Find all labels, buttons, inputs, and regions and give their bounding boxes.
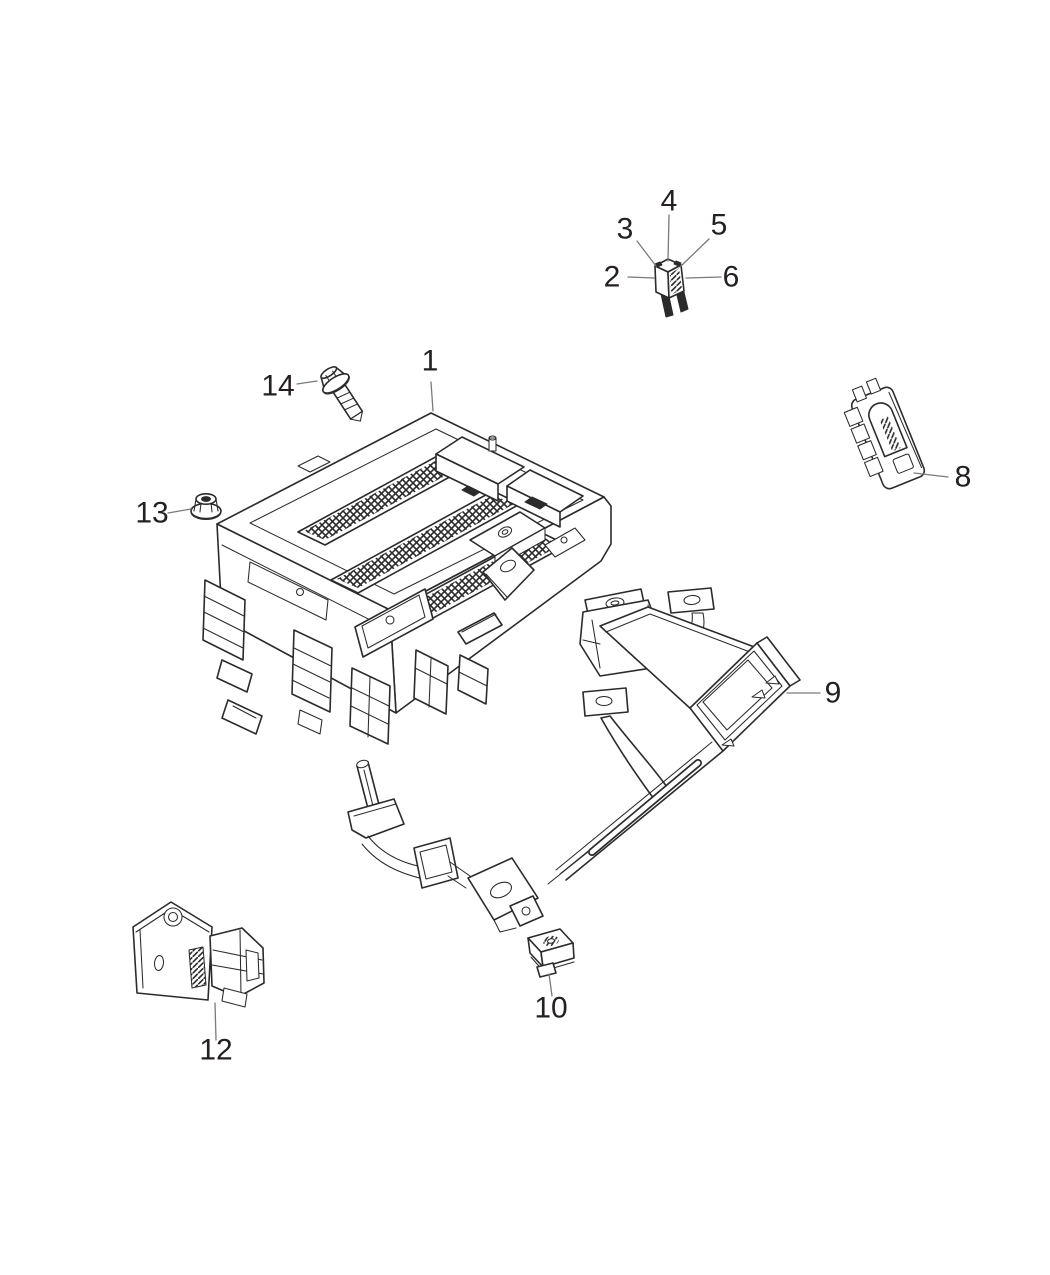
callout-label-12: 12 xyxy=(199,1034,232,1067)
leader-line-10 xyxy=(548,973,553,997)
callout-label-4: 4 xyxy=(661,185,678,218)
body-control-module-illustration xyxy=(202,412,612,745)
mounting-bracket-illustration xyxy=(347,587,801,933)
leader-line-8 xyxy=(913,472,949,478)
leader-line-14 xyxy=(296,380,318,385)
leader-line-4 xyxy=(667,214,670,262)
callout-labels: 1 2 3 4 5 6 8 9 10 12 13 14 xyxy=(135,185,971,1067)
callout-label-5: 5 xyxy=(711,209,728,242)
callout-label-10: 10 xyxy=(534,992,567,1025)
callout-label-9: 9 xyxy=(825,677,842,710)
callout-label-2: 2 xyxy=(604,261,621,294)
sensor-module-illustration xyxy=(132,901,265,1008)
leader-line-2 xyxy=(627,276,655,279)
leader-line-6 xyxy=(685,276,722,279)
mounting-hole xyxy=(163,907,183,927)
leader-line-13 xyxy=(167,508,192,514)
hex-nut-illustration xyxy=(190,492,222,520)
callout-label-14: 14 xyxy=(261,370,294,403)
callout-label-6: 6 xyxy=(723,261,740,294)
leader-line-5 xyxy=(679,238,710,268)
hex-bolt-illustration xyxy=(320,366,364,422)
callout-label-8: 8 xyxy=(955,461,972,494)
callout-label-13: 13 xyxy=(135,497,168,530)
connector-illustration xyxy=(843,377,926,490)
callout-label-3: 3 xyxy=(617,213,634,246)
micro-fuse-illustration xyxy=(654,258,689,318)
wing-hole xyxy=(497,526,513,538)
leader-line-12 xyxy=(214,1002,217,1041)
leader-line-1 xyxy=(430,381,434,412)
u-nut-illustration xyxy=(527,928,575,978)
callout-label-1: 1 xyxy=(422,345,439,378)
leader-lines xyxy=(167,214,949,1041)
leader-line-3 xyxy=(636,240,657,267)
